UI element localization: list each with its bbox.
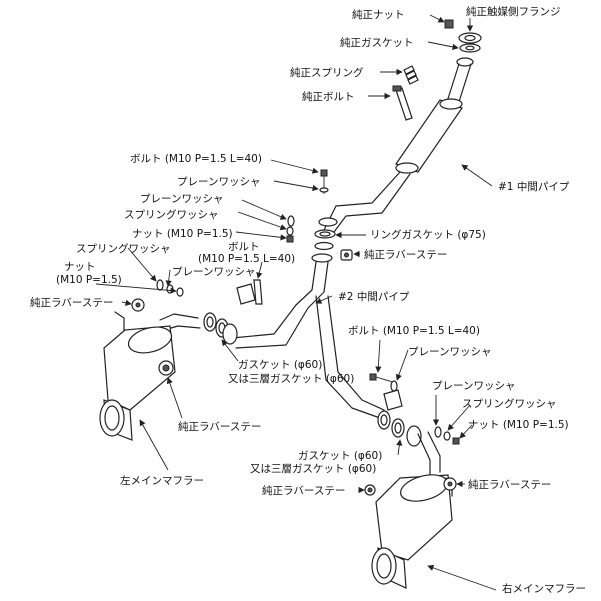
upper-bolt-icon xyxy=(319,169,329,194)
left-gaskets-icon xyxy=(203,312,238,345)
label-spring-washer-left: スプリングワッシャ xyxy=(124,208,219,221)
label-plain-washer-left: プレーンワッシャ xyxy=(140,193,223,205)
label-oem-nut-top: 純正ナット xyxy=(352,8,405,21)
label-left-main-muffler: 左メインマフラー xyxy=(120,474,204,487)
left-washers-icon xyxy=(286,215,295,243)
label-bolt-right: ボルト (M10 P=1.5 L=40) xyxy=(348,325,480,337)
label-cat-flange: 純正触媒側フランジ xyxy=(466,5,561,18)
label-ring-gasket: リングガスケット (φ75) xyxy=(370,228,486,241)
label-plain-washer-upper: プレーンワッシャ xyxy=(177,176,260,188)
oem-gasket-icon xyxy=(459,43,481,53)
right-gaskets-icon xyxy=(377,410,422,447)
label-plain-washer-right: プレーンワッシャ xyxy=(408,346,491,358)
label-oem-rubber-stay-left-low: 純正ラバーステー xyxy=(178,420,261,433)
label-nut-left: ナット (M10 P=1.5) xyxy=(132,228,233,240)
center-flange-icon xyxy=(311,217,338,263)
right-muffler-icon xyxy=(371,431,453,589)
ring-gasket-icon xyxy=(314,241,334,251)
label-oem-gasket: 純正ガスケット xyxy=(340,36,414,49)
rubber-stay-center-icon xyxy=(340,249,353,261)
label-plain-washer-right2: プレーンワッシャ xyxy=(432,380,515,392)
label-mid-pipe-1: #1 中間パイプ xyxy=(498,180,570,193)
label-oem-spring: 純正スプリング xyxy=(290,66,364,79)
rubber-stay-left-icon xyxy=(131,298,145,312)
left-muffler-icon xyxy=(99,311,201,441)
label-nut-far-1: ナット xyxy=(64,261,96,273)
label-oem-rubber-stay-center: 純正ラバーステー xyxy=(364,248,447,261)
label-bolt-mid-2: (M10 P=1.5 L=40) xyxy=(198,253,295,265)
oem-bolt-icon xyxy=(392,85,413,121)
right-washers-icon xyxy=(434,426,460,445)
label-gasket-right-2: 又は三層ガスケット (φ60) xyxy=(250,463,376,475)
mid-pipe-1-icon xyxy=(323,57,474,233)
label-spring-washer-far: スプリングワッシャ xyxy=(76,242,171,255)
label-gasket-left-2: 又は三層ガスケット (φ60) xyxy=(228,373,354,385)
label-nut-right: ナット (M10 P=1.5) xyxy=(468,419,569,431)
label-oem-rubber-stay-right: 純正ラバーステー xyxy=(468,478,551,491)
rubber-stay-bottom-icon xyxy=(364,484,376,496)
right-bolt-icon xyxy=(369,373,403,411)
oem-nut-icon xyxy=(444,19,454,29)
label-mid-pipe-2: #2 中間パイプ xyxy=(338,290,410,303)
label-right-main-muffler: 右メインマフラー xyxy=(502,582,586,595)
label-gasket-right-1: ガスケット (φ60) xyxy=(298,450,382,462)
label-plain-washer-mid: プレーンワッシャ xyxy=(172,266,255,278)
left-hanger-hardware-icon xyxy=(156,279,263,305)
leader-lines xyxy=(95,14,497,591)
label-oem-rubber-stay-bottom: 純正ラバーステー xyxy=(262,484,345,497)
label-nut-far-2: (M10 P=1.5) xyxy=(56,274,122,286)
cat-flange-icon xyxy=(458,32,482,44)
mid-pipe-2-icon xyxy=(231,261,385,419)
label-oem-rubber-stay-left: 純正ラバーステー xyxy=(30,296,113,309)
label-gasket-left-1: ガスケット (φ60) xyxy=(238,359,322,371)
rubber-stay-left-low-icon xyxy=(158,360,174,376)
rubber-stay-right-icon xyxy=(443,477,457,491)
label-spring-washer-right: スプリングワッシャ xyxy=(462,397,557,410)
oem-spring-icon xyxy=(403,65,419,85)
label-bolt-mid-1: ボルト xyxy=(228,241,260,253)
label-bolt-upper: ボルト (M10 P=1.5 L=40) xyxy=(130,153,262,165)
label-oem-bolt: 純正ボルト xyxy=(302,90,355,103)
